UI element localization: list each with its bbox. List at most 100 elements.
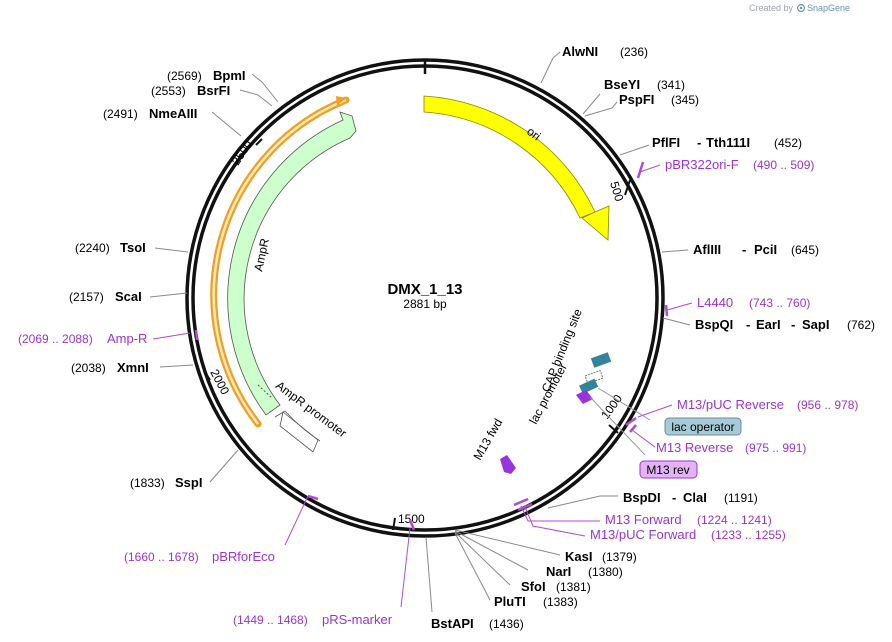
enzyme-position: (2157) (69, 290, 104, 304)
primer-range: (490 .. 509) (753, 158, 814, 172)
enzyme-name: BstAPI (431, 616, 474, 631)
enzyme-position: (2569) (167, 69, 202, 83)
svg-text:-: - (672, 490, 676, 505)
m13-rev-label: M13 rev (646, 463, 689, 477)
primer-name: Amp-R (107, 331, 147, 346)
enzyme-leaders (149, 51, 691, 613)
primer-m13-forward[interactable]: M13 Forward (1224 .. 1241) (605, 512, 772, 527)
svg-text:-: - (697, 135, 701, 150)
primer-range: (1233 .. 1255) (711, 528, 786, 542)
credit-prefix: Created by (749, 3, 794, 13)
enzyme-nari[interactable]: NarI (1380) (546, 564, 623, 579)
ruler-label-1500: 1500 (398, 512, 425, 526)
ampr-highlight-arrowhead (336, 96, 346, 106)
svg-text:-: - (742, 242, 746, 257)
credit-brand: SnapGene (807, 3, 850, 13)
ruler-label-500: 500 (607, 180, 626, 204)
enzyme-name: BpmI (213, 68, 246, 83)
svg-text:-: - (746, 317, 750, 332)
enzyme-position: (452) (774, 136, 802, 150)
enzyme-name: BspQI (695, 317, 733, 332)
enzyme-name: KasI (565, 549, 592, 564)
m13-rev-feature[interactable] (576, 390, 593, 404)
enzyme-name: SfoI (521, 579, 546, 594)
enzyme-position: (762) (847, 318, 875, 332)
enzyme-position: (1379) (602, 550, 637, 564)
primer-name: pBR322ori-F (665, 157, 739, 172)
primer-name: M13/pUC Forward (590, 527, 696, 542)
enzyme-xmni[interactable]: (2038) XmnI (71, 360, 149, 375)
enzyme-bspqi-eari-sapi[interactable]: BspQI - EarI - SapI (762) (695, 317, 875, 332)
primer-name: pRS-marker (322, 612, 393, 627)
lac-operator-label-box[interactable]: lac operator (597, 387, 742, 436)
primer-m13-puc-reverse[interactable]: M13/pUC Reverse (956 .. 978) (677, 397, 858, 412)
enzyme-pflfi-tth111i[interactable]: PflFI - Tth111I (452) (652, 135, 802, 150)
enzyme-name: PflFI (652, 135, 680, 150)
enzyme-bsrfi[interactable]: (2553) BsrFI (151, 83, 230, 98)
primer-range: (1449 .. 1468) (233, 613, 308, 627)
enzyme-position: (236) (620, 45, 648, 59)
enzyme-name: AlwNI (562, 44, 598, 59)
enzyme-alwni[interactable]: AlwNI (236) (562, 44, 648, 59)
ampr-feature[interactable] (227, 111, 357, 416)
enzyme-name: AflIII (693, 242, 721, 257)
enzyme-name-2: Tth111I (706, 135, 750, 150)
enzyme-position: (2553) (151, 84, 186, 98)
primer-name: M13 Forward (605, 512, 682, 527)
primer-range: (743 .. 760) (749, 296, 810, 310)
enzyme-position: (345) (671, 93, 699, 107)
enzyme-position: (1833) (130, 476, 165, 490)
plasmid-length: 2881 bp (403, 297, 447, 311)
primer-prs-marker[interactable]: (1449 .. 1468) pRS-marker (233, 612, 393, 627)
primer-pbr322ori-f[interactable]: pBR322ori-F (490 .. 509) (665, 157, 814, 172)
enzyme-position: (2491) (103, 107, 138, 121)
primer-range: (956 .. 978) (797, 398, 858, 412)
enzyme-bspdi-clai[interactable]: BspDI - ClaI (1191) (623, 490, 758, 505)
enzyme-name-3: SapI (802, 317, 829, 332)
enzyme-afliii-pcii[interactable]: AflIII - PciI (645) (693, 242, 819, 257)
enzyme-pspfi[interactable]: PspFI (345) (619, 92, 699, 107)
primer-pbrforeco[interactable]: (1660 .. 1678) pBRforEco (124, 549, 275, 564)
enzyme-tsoi[interactable]: (2240) TsoI (75, 240, 146, 255)
enzyme-name-2: EarI (756, 317, 781, 332)
enzyme-scai[interactable]: (2157) ScaI (69, 289, 142, 304)
enzyme-bpmi[interactable]: (2569) BpmI (167, 68, 246, 83)
enzyme-position: (645) (791, 243, 819, 257)
primer-range: (2069 .. 2088) (18, 332, 93, 346)
enzyme-name: BspDI (623, 490, 661, 505)
primer-name: M13/pUC Reverse (677, 397, 784, 412)
primer-name: M13 Reverse (656, 440, 733, 455)
primer-l4440[interactable]: L4440 (743 .. 760) (697, 295, 810, 310)
enzyme-name: XmnI (117, 360, 149, 375)
ori-feature[interactable] (423, 95, 610, 241)
m13-fwd-label: M13 fwd (470, 416, 505, 462)
enzyme-nmeaiii[interactable]: (2491) NmeAIII (103, 106, 197, 121)
primer-leaders (152, 164, 693, 608)
enzyme-sspi[interactable]: (1833) SspI (130, 475, 202, 490)
enzyme-name: BseYI (604, 77, 640, 92)
enzyme-bseyi[interactable]: BseYI (341) (604, 77, 685, 92)
lac-operator-feature[interactable] (579, 378, 599, 394)
primer-amp-r[interactable]: (2069 .. 2088) Amp-R (18, 331, 147, 346)
primer-m13-reverse[interactable]: M13 Reverse (975 .. 991) (656, 440, 806, 455)
cap-binding-site-feature[interactable] (590, 352, 612, 368)
enzyme-name: TsoI (120, 240, 146, 255)
ampr-promoter-label: AmpR promoter (273, 378, 349, 440)
enzyme-position: (1381) (556, 580, 591, 594)
primer-name: L4440 (697, 295, 733, 310)
primer-range: (1660 .. 1678) (124, 550, 199, 564)
m13-fwd-feature[interactable] (500, 455, 516, 474)
enzyme-name: ScaI (115, 289, 142, 304)
enzyme-position: (2240) (75, 241, 110, 255)
enzyme-pluti[interactable]: PluTI (1383) (494, 594, 578, 609)
enzyme-kasi[interactable]: KasI (1379) (565, 549, 637, 564)
lac-operator-label: lac operator (671, 420, 734, 434)
primer-m13-puc-forward[interactable]: M13/pUC Forward (1233 .. 1255) (590, 527, 786, 542)
m13-rev-label-box[interactable]: M13 rev (589, 396, 698, 479)
enzyme-sfoi[interactable]: SfoI (1381) (521, 579, 591, 594)
enzyme-position: (1191) (724, 491, 758, 505)
ampr-label: AmpR (251, 237, 272, 273)
plasmid-name: DMX_1_13 (387, 281, 462, 298)
enzyme-bstapi[interactable]: BstAPI (1436) (431, 616, 524, 631)
